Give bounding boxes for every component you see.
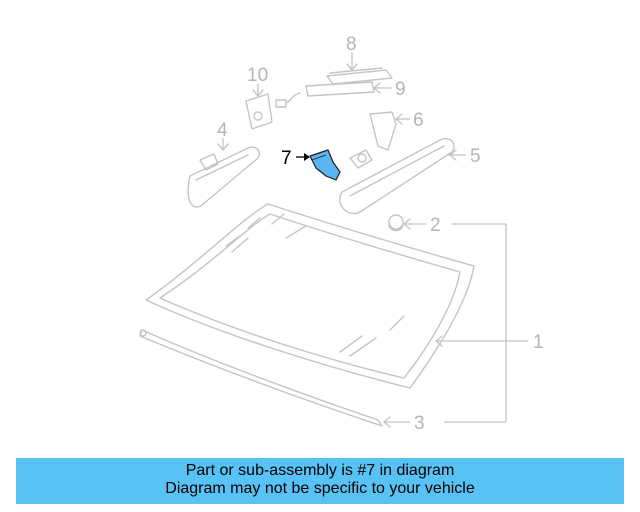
part-6-cover [369,111,410,151]
part-7-bracket [296,149,341,181]
callout-8: 8 [346,34,357,55]
info-banner: Part or sub-assembly is #7 in diagram Di… [16,458,624,504]
part-5-mirror [339,137,466,215]
callout-4: 4 [217,120,228,141]
part-1-windshield [145,203,528,389]
callout-10: 10 [247,65,268,86]
callout-9: 9 [395,79,406,100]
part-9-harness [275,81,392,108]
callout-1: 1 [533,332,544,353]
callout-3: 3 [414,413,425,434]
part-8-cover [326,52,393,85]
part-3-moulding [139,329,410,428]
callout-7: 7 [281,148,292,169]
callout-5: 5 [470,146,481,167]
callout-6: 6 [413,110,424,131]
part-4-mirror [187,138,260,208]
callout-2: 2 [430,215,441,236]
banner-line-2: Diagram may not be specific to your vehi… [165,480,475,497]
banner-line-1: Part or sub-assembly is #7 in diagram [185,462,455,479]
part-10-bracket [245,84,273,130]
callout-bracket [444,223,507,423]
parts-diagram: 8 9 10 4 6 5 [139,34,544,434]
part-7-shape [309,149,341,181]
part-2-clip [388,214,426,232]
